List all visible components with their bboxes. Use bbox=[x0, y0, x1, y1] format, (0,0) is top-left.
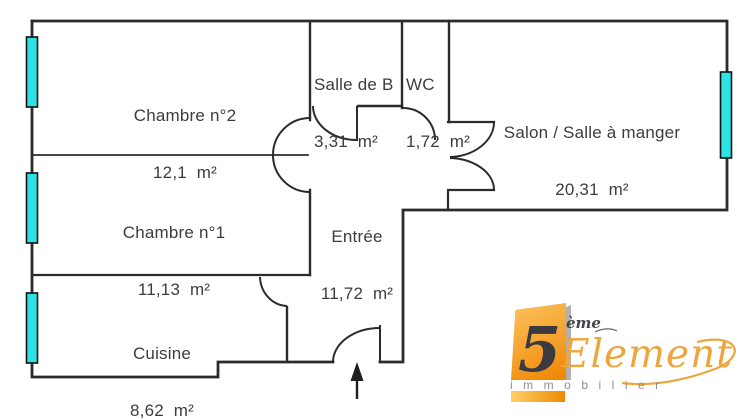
door-arc-bedroom1 bbox=[272, 154, 311, 193]
room-name: WC bbox=[406, 75, 435, 94]
room-name: Cuisine bbox=[132, 344, 192, 363]
room-area: 8,62 m² bbox=[130, 401, 194, 420]
logo-flourish-eme bbox=[594, 328, 618, 333]
window-kitchen bbox=[25, 292, 39, 364]
room-name: Chambre n°2 bbox=[133, 106, 237, 125]
door-arc-salon-upper bbox=[449, 121, 496, 158]
logo-banner-shadow bbox=[566, 305, 571, 380]
room-name: Chambre n°1 bbox=[122, 223, 226, 242]
room-name: Entrée bbox=[331, 227, 383, 246]
room-name: Salon / Salle à manger bbox=[503, 123, 681, 142]
door-arc-bedroom2 bbox=[272, 117, 311, 156]
logo-tagline: immobilier bbox=[510, 378, 670, 392]
window-salon bbox=[719, 71, 733, 159]
room-label-wc: WC 1,72 m² bbox=[406, 37, 496, 189]
room-label-salon: Salon / Salle à manger 20,31 m² bbox=[492, 85, 692, 237]
logo-exponent: ème bbox=[566, 314, 601, 332]
window-bedroom2 bbox=[25, 36, 39, 108]
room-label-bathroom: Salle de B 3,31 m² bbox=[314, 37, 414, 189]
door-arc-wc bbox=[402, 107, 436, 141]
room-area: 11,13 m² bbox=[137, 280, 211, 299]
room-area: 20,31 m² bbox=[555, 180, 629, 199]
room-name: Salle de B bbox=[314, 75, 394, 94]
room-area: 11,72 m² bbox=[320, 284, 394, 303]
room-area: 12,1 m² bbox=[153, 163, 217, 182]
logo-brand: Element bbox=[561, 332, 733, 377]
room-area: 1,72 m² bbox=[406, 132, 470, 151]
outer-wall bbox=[30, 19, 729, 364]
door-leaf-salon-lower bbox=[446, 188, 496, 212]
logo-flourish-tail bbox=[621, 338, 736, 386]
door-arc-salon-lower bbox=[449, 157, 496, 191]
room-label-entree: Entrée 11,72 m² bbox=[257, 189, 457, 341]
room-label-bedroom1: Chambre n°1 11,13 m² bbox=[74, 185, 274, 337]
entrance-arrow bbox=[350, 362, 364, 399]
room-label-kitchen: Cuisine 8,62 m² bbox=[62, 306, 262, 420]
door-arc-kitchen bbox=[259, 276, 288, 307]
door-arc-entrance bbox=[332, 327, 381, 363]
room-area: 3,31 m² bbox=[314, 132, 378, 151]
logo-banner bbox=[511, 303, 566, 380]
room-label-bedroom2: Chambre n°2 12,1 m² bbox=[85, 68, 285, 220]
logo-bar bbox=[511, 391, 565, 402]
outer-wall-bottom-left bbox=[30, 19, 335, 379]
logo-number: 5 bbox=[518, 313, 562, 386]
door-arc-bathroom bbox=[312, 105, 358, 141]
window-bedroom1 bbox=[25, 172, 39, 244]
